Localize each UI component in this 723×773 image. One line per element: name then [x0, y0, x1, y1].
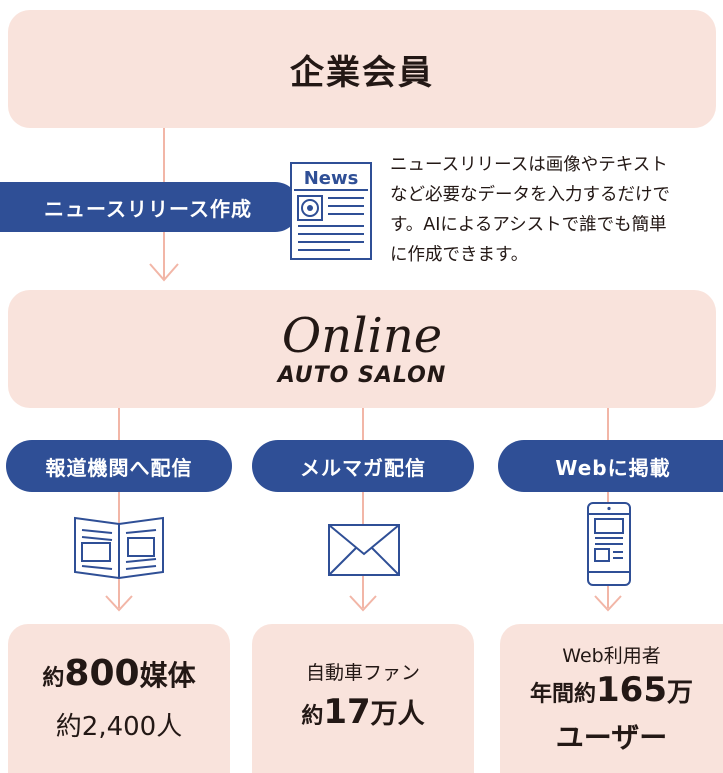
stat-part: 年間約	[529, 682, 596, 707]
result-box-press: 約800媒体 約2,400人	[8, 624, 230, 773]
brand-box: Online AUTO SALON	[8, 290, 716, 408]
brand-logo-script: Online	[281, 307, 443, 364]
channel-label: Webに掲載	[555, 455, 671, 480]
step-description: ニュースリリースは画像やテキスト など必要なデータを入力するだけで す。AIによ…	[390, 150, 723, 270]
stat-part: 800	[64, 653, 140, 694]
stat-part: 17	[323, 692, 371, 732]
description-line: ニュースリリースは画像やテキスト	[390, 155, 668, 175]
stat-part: 媒体	[139, 659, 196, 692]
smartphone-icon	[587, 502, 631, 586]
channel-pill-newsletter: メルマガ配信	[252, 440, 474, 492]
stat-part: 万人	[370, 699, 425, 730]
description-line: す。AIによるアシストで誰でも簡単	[390, 215, 667, 235]
envelope-icon	[328, 524, 400, 576]
stat-part: 万	[666, 678, 693, 708]
channel-pill-web: Webに掲載	[498, 440, 723, 492]
description-line: など必要なデータを入力するだけで	[390, 185, 670, 205]
arrow-head	[349, 595, 377, 612]
stat-caption: Web利用者	[562, 645, 661, 667]
brand-logo-subtitle: AUTO SALON	[277, 362, 447, 388]
member-box: 企業会員	[8, 10, 716, 128]
arrow-head	[594, 595, 622, 612]
stat-part: 約	[301, 704, 324, 729]
description-line: に作成できます。	[390, 245, 529, 265]
connector-line	[362, 408, 364, 608]
stat-part: 165	[596, 670, 667, 710]
stat-main: 約17万人	[301, 691, 424, 739]
member-title: 企業会員	[290, 52, 434, 93]
stat-main: 約800媒体	[42, 654, 195, 700]
channel-label: メルマガ配信	[300, 455, 426, 480]
news-icon-text: News	[304, 168, 359, 189]
channel-pill-press: 報道機関へ配信	[6, 440, 232, 492]
result-box-web: Web利用者 年間約165万 ユーザー	[500, 624, 723, 773]
create-release-pill: ニュースリリース作成	[0, 182, 300, 232]
create-release-label: ニュースリリース作成	[44, 196, 252, 221]
stat-sub: ユーザー	[555, 721, 668, 754]
news-document-icon: News	[290, 162, 372, 260]
arrow-head	[149, 263, 179, 282]
arrow-head	[105, 595, 133, 612]
stat-part: 約	[42, 666, 65, 691]
open-book-icon	[74, 516, 164, 580]
stat-main: 年間約165万	[530, 670, 693, 716]
stat-caption: 自動車ファン	[305, 662, 420, 684]
result-box-newsletter: 自動車ファン 約17万人	[252, 624, 474, 773]
connector-line	[118, 408, 120, 608]
stat-sub: 約2,400人	[55, 712, 183, 742]
channel-label: 報道機関へ配信	[45, 455, 193, 480]
